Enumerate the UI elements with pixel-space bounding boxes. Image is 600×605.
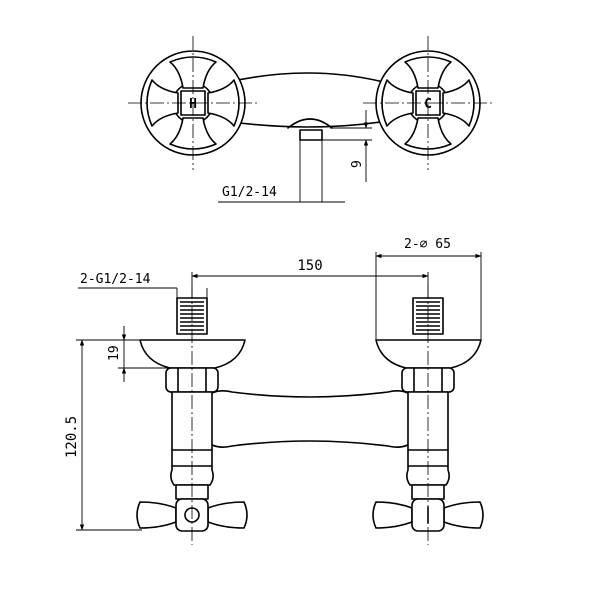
inlet-thread-label: 2-G1/2-14 xyxy=(80,272,151,287)
top-view: H C G1/2-14 9 xyxy=(128,36,493,203)
left-flange xyxy=(139,339,246,369)
front-body-bar xyxy=(204,390,416,448)
outlet-thread-top xyxy=(299,129,323,141)
right-flange xyxy=(375,339,482,369)
cold-handle-top: C xyxy=(363,36,493,170)
dim-120-5-label: 120.5 xyxy=(64,416,80,458)
left-column xyxy=(136,285,248,545)
inlet-thread-dimension: 2-G1/2-14 xyxy=(78,272,208,298)
flange-diameter-dimension: 2-∅ 65 xyxy=(375,237,482,340)
hot-handle-top: H xyxy=(128,36,258,170)
cold-label: C xyxy=(424,97,432,112)
right-column xyxy=(372,285,484,545)
dim-9: 9 xyxy=(320,110,372,182)
dim-19-label: 19 xyxy=(107,345,122,361)
dim-150: 150 xyxy=(191,258,429,298)
flange-dia-label: 2-∅ 65 xyxy=(404,237,451,252)
dim-9-label: 9 xyxy=(350,160,365,168)
dim-150-label: 150 xyxy=(297,258,322,274)
front-view: 150 2-G1/2-14 2-∅ 65 19 xyxy=(64,237,484,545)
dim-120-5: 120.5 xyxy=(64,339,142,531)
thread-dimension-top: G1/2-14 xyxy=(218,185,345,203)
outlet-rim xyxy=(287,118,333,129)
hot-label: H xyxy=(189,97,197,112)
thread-label-top: G1/2-14 xyxy=(222,185,277,200)
